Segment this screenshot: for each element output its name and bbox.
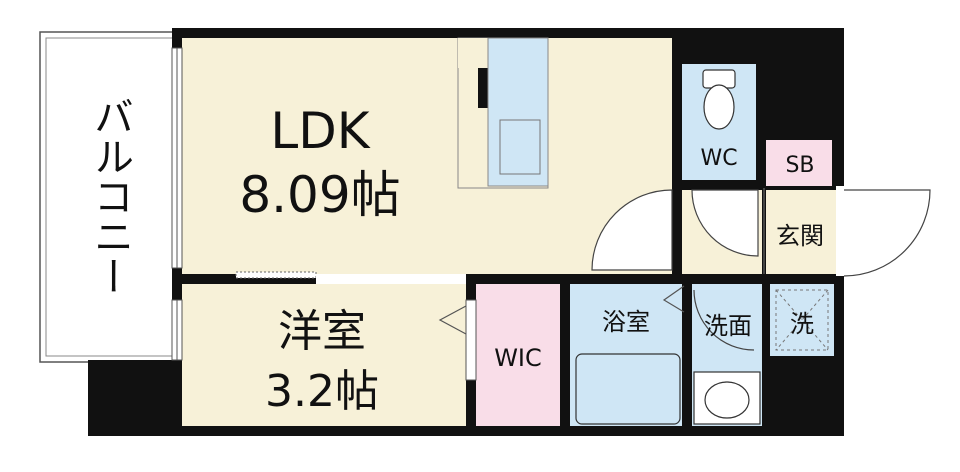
- bath-door-marker: [662, 285, 685, 313]
- sink-icon: [499, 119, 541, 175]
- toilet-icon: [702, 69, 736, 130]
- bath-label: 浴室: [602, 308, 650, 336]
- ldk-floor: [182, 38, 672, 274]
- ldk-label: LDK: [270, 102, 370, 160]
- entrance-floor: [766, 190, 836, 274]
- balcony: [39, 31, 181, 363]
- sb-label: SB: [785, 153, 814, 178]
- hall-door-swing: [591, 189, 673, 271]
- balcony-window: [171, 47, 183, 361]
- laundry-label: 洗: [790, 310, 814, 338]
- counter-notch: [458, 38, 488, 68]
- washer-pan-icon: [775, 289, 829, 351]
- western-label: 洋室: [278, 306, 366, 357]
- entrance-label: 玄関: [776, 222, 824, 250]
- sliding-door: [235, 271, 466, 284]
- wic-door: [465, 299, 477, 381]
- entrance-door-swing: [836, 186, 931, 277]
- kitchen-pillar: [478, 68, 488, 108]
- wic-label: WIC: [494, 344, 542, 372]
- washer-diag-2: [775, 289, 829, 351]
- washroom-door-swing: [693, 289, 755, 351]
- washroom-label: 洗面: [704, 312, 752, 340]
- wall-top-right: [672, 28, 764, 64]
- bathtub-icon: [575, 353, 681, 425]
- sb-floor: [766, 140, 832, 186]
- washer-diag-1: [775, 289, 829, 351]
- wic-floor: [476, 284, 560, 426]
- wc-door-swing: [691, 189, 759, 257]
- balcony-label: バルコニー: [87, 96, 133, 296]
- western-floor: [182, 284, 466, 426]
- ldk-size: 8.09帖: [239, 166, 400, 224]
- wall-corner: [88, 360, 180, 436]
- wc-label: WC: [700, 146, 737, 171]
- closet-door-marker: [438, 305, 467, 335]
- basin-bowl: [704, 381, 750, 419]
- western-size: 3.2帖: [265, 366, 379, 417]
